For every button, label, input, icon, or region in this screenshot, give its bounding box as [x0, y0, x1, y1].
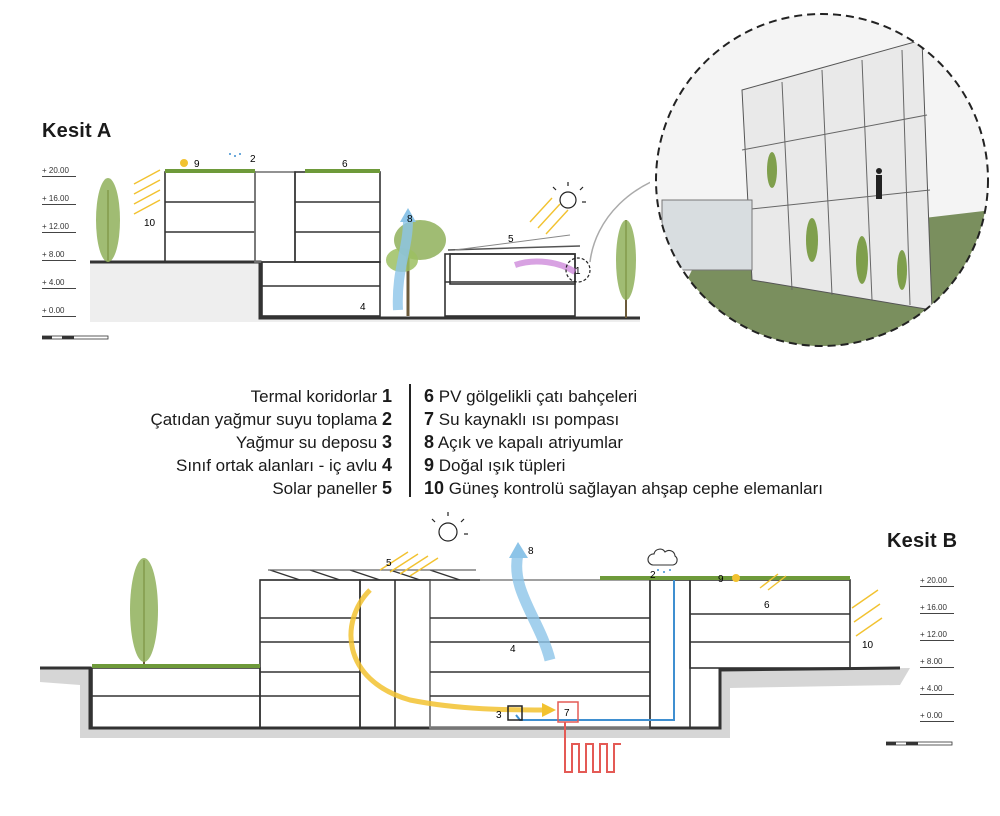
section-a-elevation-scale: + 20.00 + 16.00 + 12.00 + 8.00 + 4.00 + … [42, 166, 76, 317]
legend-item: 8 Açık ve kapalı atriyumlar [424, 432, 623, 452]
marker-label: 10 [144, 218, 156, 229]
elevation-label: + 8.00 [920, 657, 954, 668]
elevation-label: + 8.00 [42, 250, 76, 261]
legend-item: 7 Su kaynaklı ısı pompası [424, 409, 620, 429]
marker-label: 9 [194, 159, 200, 170]
detail-magnifier-icon [565, 257, 591, 283]
section-b-elevation-scale: + 20.00 + 16.00 + 12.00 + 8.00 + 4.00 + … [920, 576, 954, 722]
section-b-drawing: 5 8 2 9 6 10 4 3 7 [40, 512, 910, 773]
marker-label: 8 [528, 546, 534, 557]
section-a-title: Kesit A [42, 120, 112, 142]
legend-left: Termal koridorlar 1 Çatıdan yağmur suyu … [120, 385, 392, 500]
tree-icon [616, 220, 636, 318]
cloud-rain-icon [647, 548, 678, 566]
marker-label: 6 [342, 159, 348, 170]
legend-right: 6 PV gölgelikli çatı bahçeleri 7 Su kayn… [424, 385, 944, 500]
sun-icon [732, 574, 740, 582]
elevation-label: + 20.00 [42, 166, 76, 177]
tree-icon [130, 558, 158, 668]
tree-icon [96, 178, 120, 262]
scale-bar [42, 335, 109, 340]
legend-divider [409, 384, 411, 497]
elevation-label: + 16.00 [42, 194, 76, 205]
legend-item: Termal koridorlar 1 [250, 386, 392, 406]
elevation-label: + 12.00 [920, 630, 954, 641]
marker-label: 2 [250, 154, 256, 165]
legend-item: Sınıf ortak alanları - iç avlu 4 [175, 455, 392, 475]
sun-icon [180, 159, 188, 167]
elevation-label: + 4.00 [42, 278, 76, 289]
elevation-label: + 16.00 [920, 603, 954, 614]
marker-label: 4 [360, 302, 366, 313]
sun-icon [431, 512, 468, 542]
legend-item: Çatıdan yağmur suyu toplama 2 [150, 409, 392, 429]
marker-label: 10 [862, 640, 874, 651]
legend-item: 6 PV gölgelikli çatı bahçeleri [424, 386, 638, 406]
sun-icon [552, 182, 586, 209]
marker-label: 5 [386, 558, 392, 569]
legend-item: 10 Güneş kontrolü sağlayan ahşap cephe e… [424, 478, 824, 498]
legend-item: 9 Doğal ışık tüpleri [424, 455, 566, 475]
marker-label: 1 [575, 266, 581, 277]
marker-label: 4 [510, 644, 516, 655]
marker-label: 6 [764, 600, 770, 611]
elevation-label: + 0.00 [920, 711, 954, 722]
elevation-label: + 20.00 [920, 576, 954, 587]
detail-view [655, 13, 989, 347]
legend-item: Yağmur su deposu 3 [235, 432, 392, 452]
section-b-title: Kesit B [887, 530, 958, 552]
elevation-label: + 0.00 [42, 306, 76, 317]
section-a-drawing: 9 2 6 10 8 5 4 1 [90, 153, 650, 322]
marker-label: 9 [718, 574, 724, 585]
marker-label: 2 [650, 570, 656, 581]
elevation-label: + 12.00 [42, 222, 76, 233]
elevation-label: + 4.00 [920, 684, 954, 695]
legend-item: Solar paneller 5 [272, 478, 392, 498]
marker-label: 5 [508, 234, 514, 245]
marker-label: 7 [564, 708, 570, 719]
marker-label: 3 [496, 710, 502, 721]
scale-bar [886, 741, 953, 746]
marker-label: 8 [407, 214, 413, 225]
